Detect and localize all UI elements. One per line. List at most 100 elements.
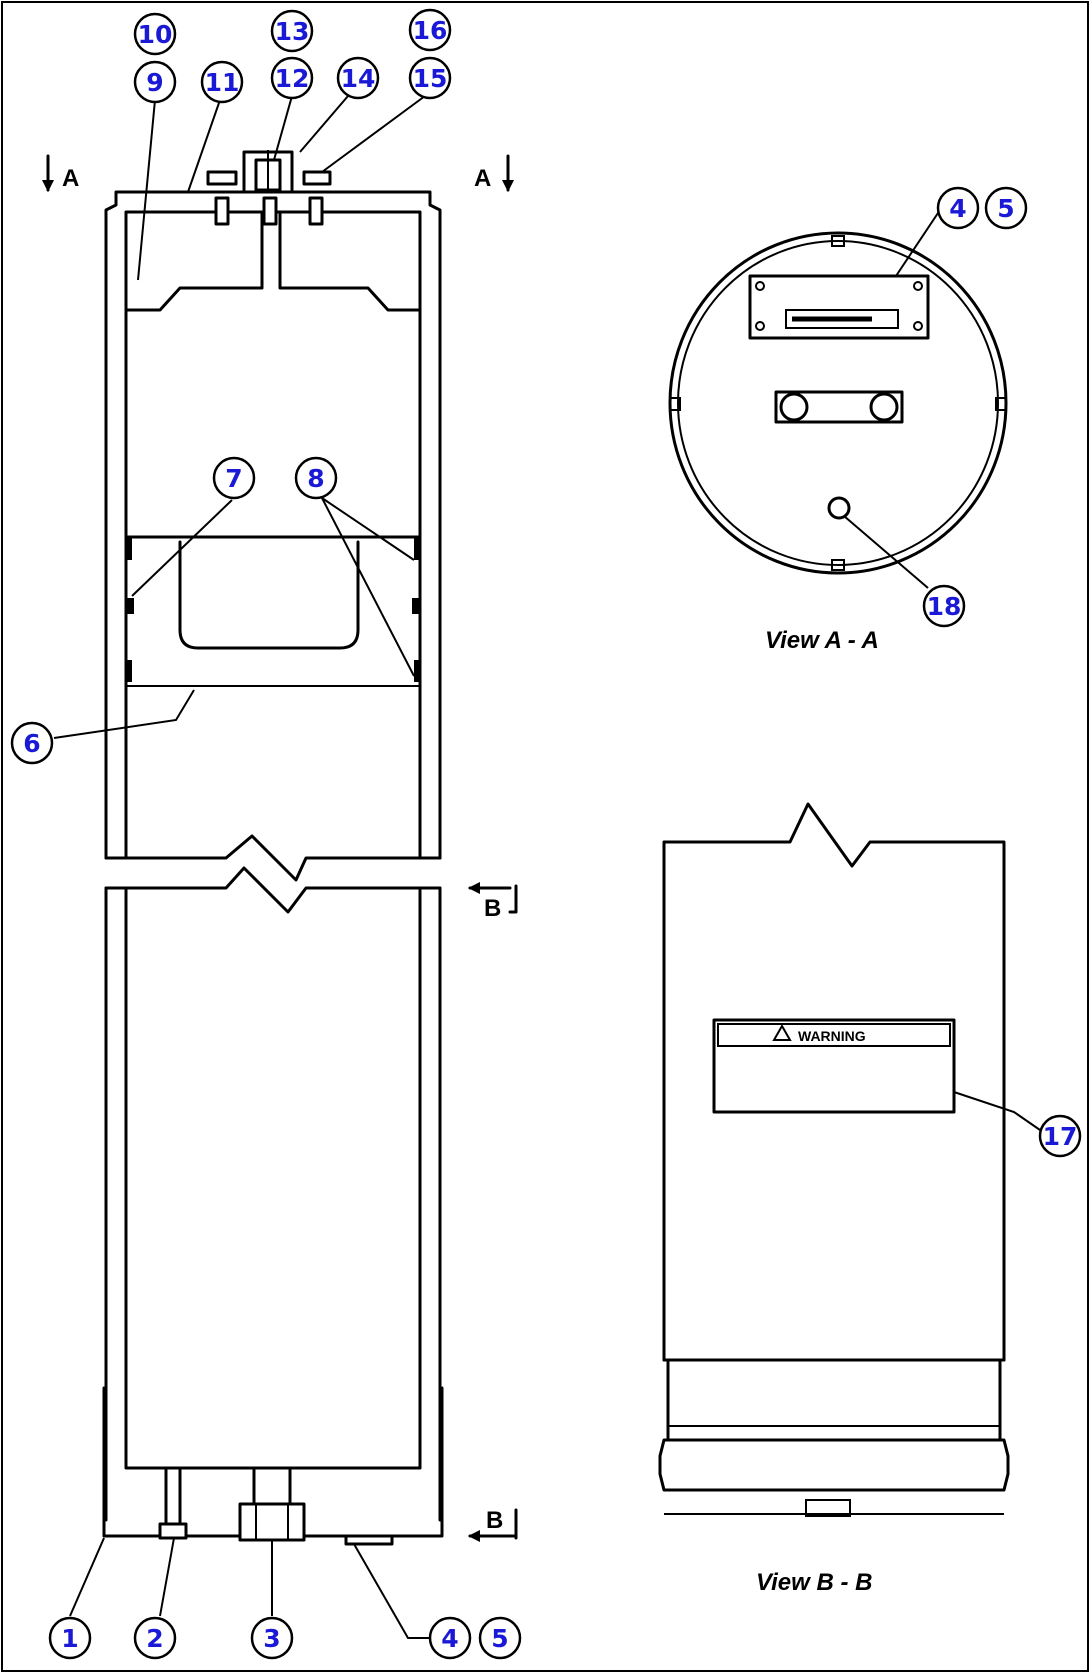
section-marker-b-bottom: B xyxy=(468,1507,518,1542)
notch-right xyxy=(995,397,1007,411)
svg-text:2: 2 xyxy=(146,1624,163,1653)
svg-text:4: 4 xyxy=(949,194,966,223)
callout-12: 12 xyxy=(270,56,314,100)
view-b-label: View B - B xyxy=(756,1569,872,1596)
clip-right-upper xyxy=(414,538,420,560)
view-a-inner-ring xyxy=(677,240,999,566)
lower-inner-wall xyxy=(124,886,422,1470)
view-b-lower-sides xyxy=(666,1358,1002,1442)
leader-lines xyxy=(53,95,1041,1639)
warning-triangle-icon xyxy=(772,1023,792,1041)
top-bolt-left xyxy=(206,170,238,186)
warning-decal xyxy=(712,1018,956,1114)
section-marker-a-right: A xyxy=(474,154,514,192)
callout-4-bottom: 4 xyxy=(428,1616,472,1660)
svg-text:A: A xyxy=(62,165,79,192)
svg-text:8: 8 xyxy=(307,464,324,493)
svg-text:4: 4 xyxy=(441,1624,458,1653)
svg-text:17: 17 xyxy=(1043,1122,1078,1151)
warning-decal-header xyxy=(717,1023,951,1047)
callout-1: 1 xyxy=(48,1616,92,1660)
drain-plug xyxy=(158,1522,188,1540)
svg-text:18: 18 xyxy=(927,592,962,621)
svg-text:5: 5 xyxy=(997,194,1014,223)
callout-15: 15 xyxy=(408,56,452,100)
handle-boss-right xyxy=(869,392,899,422)
svg-text:11: 11 xyxy=(205,68,240,97)
svg-text:7: 7 xyxy=(225,464,242,493)
svg-text:5: 5 xyxy=(491,1624,508,1653)
top-bolt-right xyxy=(302,170,332,186)
callout-17: 17 xyxy=(1038,1114,1082,1158)
svg-text:12: 12 xyxy=(275,64,310,93)
clip-left-lower xyxy=(126,660,132,682)
handle-bar xyxy=(774,390,904,424)
notch-bottom xyxy=(831,559,845,571)
svg-text:B: B xyxy=(484,895,501,922)
break-line-upper xyxy=(104,834,442,882)
svg-text:B: B xyxy=(486,1507,503,1534)
svg-text:3: 3 xyxy=(263,1624,280,1653)
svg-text:6: 6 xyxy=(23,729,40,758)
callout-6: 6 xyxy=(10,721,54,765)
nameplate xyxy=(748,274,930,340)
upper-outer-wall xyxy=(104,190,442,860)
center-fitting-nut xyxy=(238,1502,306,1542)
callout-5-view-a: 5 xyxy=(984,186,1028,230)
base-plate xyxy=(344,1534,394,1546)
drain-stem xyxy=(164,1466,182,1530)
section-marker-b-top: B xyxy=(468,882,518,922)
plate-hole xyxy=(755,281,765,291)
view-a-label: View A - A xyxy=(765,627,879,654)
callout-3: 3 xyxy=(250,1616,294,1660)
plate-hole xyxy=(755,321,765,331)
callout-8: 8 xyxy=(294,456,338,500)
plate-hole xyxy=(913,321,923,331)
callout-18: 18 xyxy=(922,584,966,628)
callout-2: 2 xyxy=(133,1616,177,1660)
svg-text:A: A xyxy=(474,165,491,192)
callout-13: 13 xyxy=(270,9,314,53)
svg-text:13: 13 xyxy=(275,17,310,46)
clip-right-lower xyxy=(414,660,420,682)
callout-9: 9 xyxy=(133,60,177,104)
view-b-base-ring xyxy=(658,1438,1010,1492)
view-b-b: WARNING View B - B xyxy=(658,802,1010,1596)
handle-boss-left xyxy=(779,392,809,422)
clip-left-upper xyxy=(126,538,132,560)
svg-text:15: 15 xyxy=(413,64,448,93)
svg-text:9: 9 xyxy=(146,68,163,97)
break-line-lower xyxy=(104,866,442,914)
cap-stud-center xyxy=(262,196,278,226)
cap-left-contour xyxy=(124,210,264,312)
view-a-a: View A - A xyxy=(668,231,1008,654)
view-b-fitting xyxy=(805,1499,851,1517)
clip-left xyxy=(126,598,134,614)
sight-window xyxy=(178,540,360,650)
warning-text: WARNING xyxy=(798,1028,866,1044)
svg-text:16: 16 xyxy=(413,16,448,45)
notch-left xyxy=(669,397,681,411)
main-cylinder-assembly xyxy=(102,150,444,1546)
callout-4-view-a: 4 xyxy=(936,186,980,230)
cap-right-contour xyxy=(278,210,422,312)
view-a-outer-ring xyxy=(668,231,1008,575)
svg-text:10: 10 xyxy=(138,20,173,49)
center-fitting-stem xyxy=(252,1466,292,1506)
callout-5-bottom: 5 xyxy=(478,1616,522,1660)
section-marker-a-left: A xyxy=(42,154,79,192)
plate-hole xyxy=(913,281,923,291)
callout-10: 10 xyxy=(133,12,177,56)
callout-11: 11 xyxy=(200,60,244,104)
callout-16: 16 xyxy=(408,8,452,52)
clip-right xyxy=(412,598,420,614)
callout-14: 14 xyxy=(336,56,380,100)
notch-top xyxy=(831,235,845,247)
fill-plug xyxy=(827,496,851,520)
svg-text:14: 14 xyxy=(341,64,376,93)
svg-text:1: 1 xyxy=(61,1624,78,1653)
nameplate-label xyxy=(785,309,899,329)
cap-stud-left xyxy=(214,196,230,226)
